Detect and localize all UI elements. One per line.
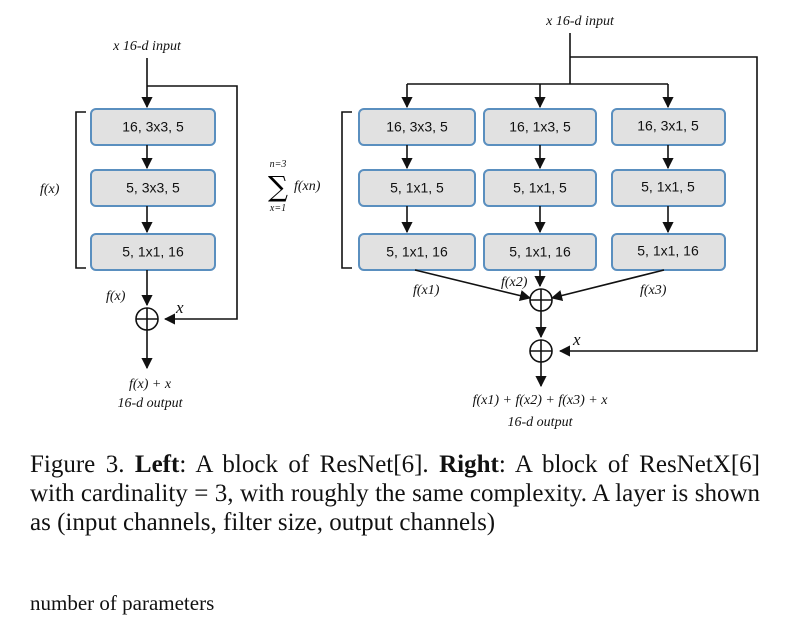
caption-left-text: : A block of ResNet[6]. (179, 451, 440, 478)
right-path1-label-1: 16, 3x3, 5 (386, 119, 448, 135)
right-path2-label-2: 5, 1x1, 5 (513, 180, 567, 196)
left-x-label: x (175, 298, 184, 317)
right-path3-label-3: 5, 1x1, 16 (637, 243, 699, 259)
right-path-1: 16, 3x3, 5 5, 1x1, 5 5, 1x1, 16 f(x1) (358, 108, 532, 302)
right-output-label: 16-d output (508, 415, 574, 430)
right-path1-label-2: 5, 1x1, 5 (390, 180, 444, 196)
right-x-label: x (572, 330, 581, 349)
left-layer-box-3 (90, 233, 216, 271)
sum-lower-limit: x=1 (269, 203, 286, 214)
right-path-2: 16, 1x3, 5 5, 1x1, 5 5, 1x1, 16 f(x2) (483, 108, 597, 290)
sum-upper-limit: n=3 (270, 159, 287, 170)
right-input-label: x 16-d input (545, 14, 615, 29)
left-brace (75, 111, 86, 269)
figure-caption: Figure 3. Left: A block of ResNet[6]. Ri… (30, 450, 760, 537)
right-add-node-2 (529, 339, 553, 363)
caption-prefix: Figure 3. (30, 451, 135, 478)
right-resnext-block: x 16-d input 16, 3x3, 5 5, 1x1, 5 5, 1x1… (268, 14, 758, 430)
right-path3-output-label: f(x3) (640, 283, 667, 298)
left-layer-label-1: 16, 3x3, 5 (122, 119, 184, 135)
right-path2-label-3: 5, 1x1, 16 (509, 244, 571, 260)
right-brace (341, 111, 352, 269)
right-path1-arrow-to-sum (414, 269, 532, 302)
right-path1-box-1 (358, 108, 476, 146)
caption-right-text: : A block of ResNetX[6] with cardinality… (30, 451, 760, 536)
left-shortcut-path (147, 85, 238, 325)
right-path2-label-1: 16, 1x3, 5 (509, 119, 571, 135)
left-layer-label-2: 5, 3x3, 5 (126, 180, 180, 196)
left-resnet-block: x 16-d input 16, 3x3, 5 5, 3x3, 5 5, 1x1… (40, 39, 238, 411)
left-input-label: x 16-d input (112, 39, 182, 54)
right-path3-label-1: 16, 3x1, 5 (637, 118, 699, 134)
right-path3-box-3 (611, 233, 726, 271)
left-layer-box-2 (90, 169, 216, 207)
right-shortcut-path (558, 56, 758, 357)
caption-right-bold: Right (439, 451, 499, 478)
right-path1-output-label: f(x1) (413, 283, 440, 298)
caption-left-bold: Left (134, 451, 180, 478)
resnet-block-diagram: x 16-d input 16, 3x3, 5 5, 3x3, 5 5, 1x1… (40, 14, 758, 430)
left-layer-label-3: 5, 1x1, 16 (122, 244, 184, 260)
sum-term: f(xn) (294, 179, 321, 194)
left-add-node (135, 307, 159, 331)
right-path1-box-2 (358, 169, 476, 207)
right-path-3: 16, 3x1, 5 5, 1x1, 5 5, 1x1, 16 f(x3) (550, 108, 726, 301)
left-output-label: 16-d output (118, 396, 184, 411)
sum-symbol: ∑ (268, 170, 288, 203)
right-path3-arrow-to-sum (550, 269, 665, 301)
left-brace-label: f(x) (40, 182, 60, 197)
right-path1-label-3: 5, 1x1, 16 (386, 244, 448, 260)
right-path3-label-2: 5, 1x1, 5 (641, 179, 695, 195)
left-output-expr: f(x) + x (129, 377, 172, 392)
left-fx-label: f(x) (106, 289, 126, 304)
extra-text-line: number of parameters (30, 591, 215, 615)
right-output-expr: f(x1) + f(x2) + f(x3) + x (473, 393, 609, 408)
right-add-node-1 (529, 288, 553, 312)
left-layer-box-1 (90, 108, 216, 146)
right-path2-output-label: f(x2) (501, 275, 528, 290)
